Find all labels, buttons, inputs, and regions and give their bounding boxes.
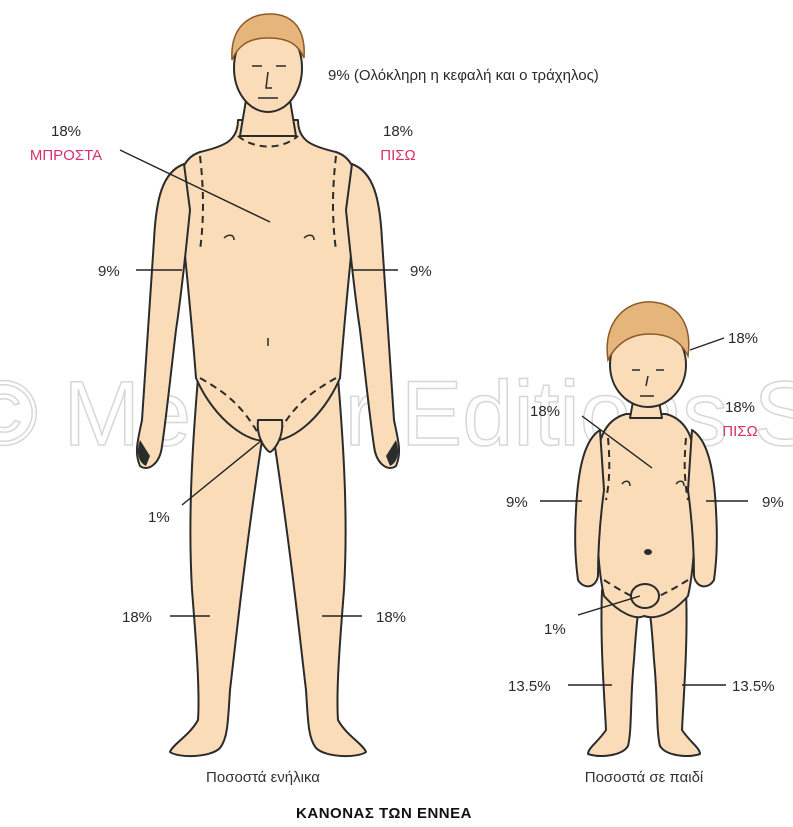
adult-torso (180, 120, 357, 441)
child-left-leg-label: 13.5% (508, 678, 551, 695)
child-left-arm-label: 9% (506, 494, 528, 511)
child-caption: Ποσοστά σε παιδί (585, 769, 704, 786)
adult-caption: Ποσοστά ενήλικα (206, 769, 320, 786)
child-back-value: 18% (725, 399, 755, 416)
child-head-label: 18% (728, 330, 758, 347)
adult-genital-label: 1% (148, 509, 170, 526)
adult-left-arm-label: 9% (98, 263, 120, 280)
child-right-leg-label: 13.5% (732, 678, 775, 695)
adult-left-leg-label: 18% (122, 609, 152, 626)
diagram-title: ΚΑΝΟΝΑΣ ΤΩΝ ΕΝΝΕΑ (296, 805, 472, 822)
adult-back-value: 18% (383, 123, 413, 140)
adult-front-word: ΜΠΡΟΣΤΑ (30, 147, 102, 164)
adult-back-word: ΠΙΣΩ (380, 147, 416, 164)
child-front-value: 18% (530, 403, 560, 420)
adult-right-arm-label: 9% (410, 263, 432, 280)
child-right-arm-label: 9% (762, 494, 784, 511)
adult-right-leg-label: 18% (376, 609, 406, 626)
adult-head-label: 9% (Ολόκληρη η κεφαλή και ο τράχηλος) (328, 67, 599, 84)
adult-front-value: 18% (51, 123, 81, 140)
child-back-word: ΠΙΣΩ (722, 423, 758, 440)
child-genital-label: 1% (544, 621, 566, 638)
